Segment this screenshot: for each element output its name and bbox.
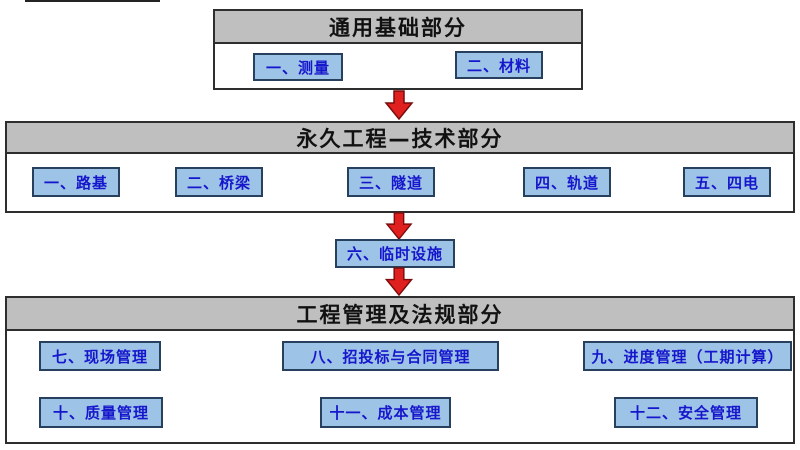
node-schedule-management: 九、进度管理（工期计算） [583, 341, 792, 371]
node-bridges: 二、桥梁 [175, 167, 263, 197]
section-general-basics: 通用基础部分 一、测量 二、材料 [213, 9, 583, 90]
section-permanent-works: 永久工程—技术部分 一、路基 二、桥梁 三、隧道 四、轨道 五、四电 [5, 121, 795, 213]
down-arrow-icon [384, 90, 414, 120]
node-cost-management: 十一、成本管理 [320, 397, 451, 428]
cropped-artifact-line [25, 0, 160, 2]
node-quality-management: 十、质量管理 [39, 397, 163, 428]
node-four-electrics: 五、四电 [683, 167, 771, 197]
node-materials: 二、材料 [455, 51, 543, 79]
node-temporary-facilities: 六、临时设施 [335, 239, 455, 268]
node-bidding-contract-management: 八、招投标与合同管理 [282, 341, 499, 371]
node-tunnels: 三、隧道 [347, 167, 435, 197]
section-title-general: 通用基础部分 [215, 11, 581, 44]
section-title-permanent: 永久工程—技术部分 [7, 123, 793, 154]
node-track: 四、轨道 [523, 167, 611, 197]
section-management-regulations: 工程管理及法规部分 七、现场管理 八、招投标与合同管理 九、进度管理（工期计算）… [5, 296, 795, 444]
section-title-management: 工程管理及法规部分 [7, 298, 793, 331]
node-safety-management: 十二、安全管理 [614, 397, 758, 428]
down-arrow-icon [384, 267, 414, 296]
node-site-management: 七、现场管理 [39, 341, 161, 371]
down-arrow-icon [385, 212, 413, 240]
node-subgrade: 一、路基 [32, 167, 120, 197]
node-surveying: 一、测量 [253, 53, 343, 81]
